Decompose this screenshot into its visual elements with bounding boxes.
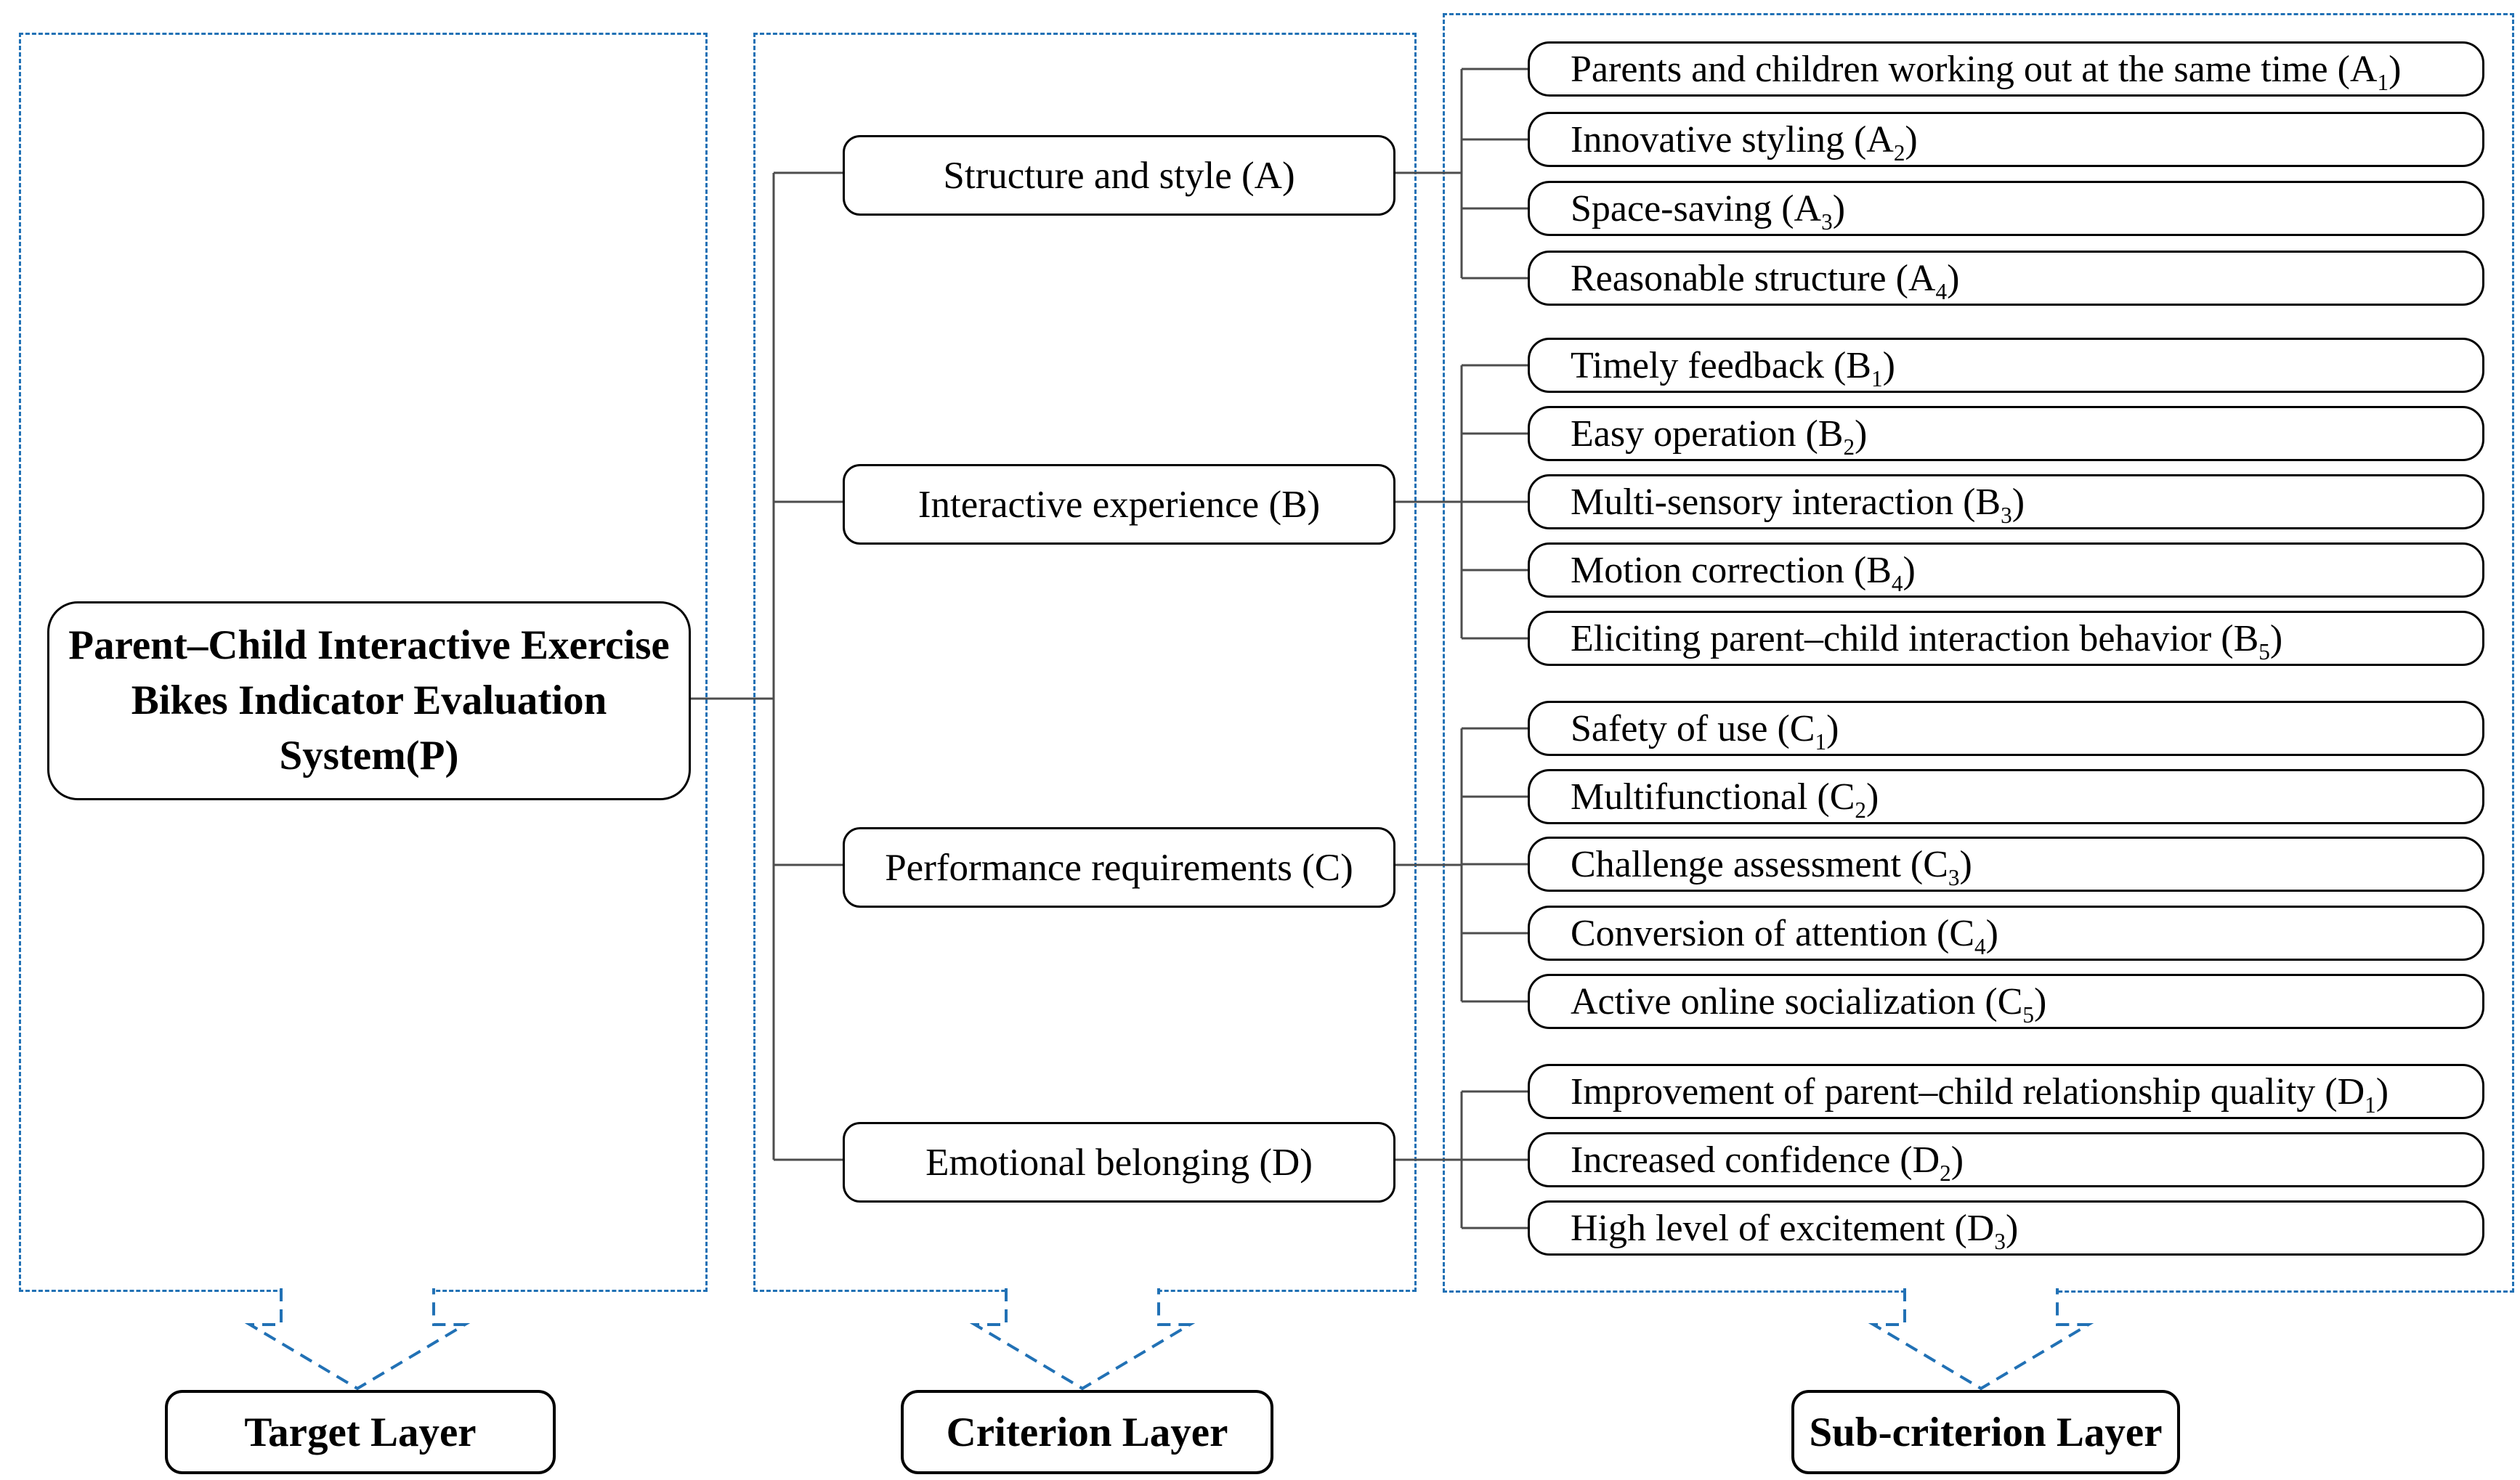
criterion-box-b: Interactive experience (B)	[843, 464, 1395, 545]
sub-criterion-box-a2: Innovative styling (A2)	[1528, 112, 2484, 167]
sub-criterion-label: Active online socialization (C5)	[1571, 980, 2047, 1028]
target-layer-label: Target Layer	[244, 1409, 477, 1455]
sub-criterion-box-a1: Parents and children working out at the …	[1528, 41, 2484, 97]
sub-criterion-box-c4: Conversion of attention (C4)	[1528, 906, 2484, 961]
sub-criterion-label: High level of excitement (D3)	[1571, 1207, 2019, 1254]
goal-line-2: Bikes Indicator Evaluation	[131, 678, 607, 723]
sub-criterion-label: Safety of use (C1)	[1571, 707, 1839, 755]
criterion-box-c: Performance requirements (C)	[843, 827, 1395, 908]
sub-criterion-box-d2: Increased confidence (D2)	[1528, 1132, 2484, 1187]
criterion-layer-label-box: Criterion Layer	[901, 1390, 1273, 1474]
target-layer-label-box: Target Layer	[165, 1390, 556, 1474]
criterion-label-b: Interactive experience (B)	[917, 483, 1321, 526]
sub-criterion-box-a4: Reasonable structure (A4)	[1528, 251, 2484, 306]
sub-criterion-label: Multi-sensory interaction (B3)	[1571, 481, 2025, 528]
sub-criterion-layer-arrow	[1868, 1288, 2094, 1391]
criterion-label-c: Performance requirements (C)	[885, 846, 1353, 889]
criterion-layer-arrow	[969, 1288, 1196, 1391]
sub-criterion-layer-label-box: Sub-criterion Layer	[1791, 1390, 2180, 1474]
goal-line-3: System(P)	[279, 733, 459, 778]
sub-criterion-label: Conversion of attention (C4)	[1571, 912, 1998, 959]
sub-criterion-box-c1: Safety of use (C1)	[1528, 701, 2484, 756]
sub-criterion-label: Multifunctional (C2)	[1571, 776, 1879, 823]
target-layer-arrow	[244, 1288, 471, 1391]
sub-criterion-label: Motion correction (B4)	[1571, 549, 1916, 596]
sub-criterion-box-d1: Improvement of parent–child relationship…	[1528, 1064, 2484, 1119]
sub-criterion-label: Easy operation (B2)	[1571, 412, 1868, 460]
sub-criterion-box-c3: Challenge assessment (C3)	[1528, 837, 2484, 892]
sub-criterion-box-b4: Motion correction (B4)	[1528, 542, 2484, 598]
criterion-layer-label: Criterion Layer	[946, 1409, 1228, 1455]
sub-criterion-label: Eliciting parent–child interaction behav…	[1571, 617, 2283, 664]
criterion-box-a: Structure and style (A)	[843, 135, 1395, 216]
sub-criterion-box-d3: High level of excitement (D3)	[1528, 1200, 2484, 1256]
goal-line-1: Parent–Child Interactive Exercise	[68, 622, 670, 668]
sub-criterion-box-b1: Timely feedback (B1)	[1528, 338, 2484, 393]
sub-criterion-label: Parents and children working out at the …	[1571, 48, 2402, 95]
sub-criterion-box-b2: Easy operation (B2)	[1528, 406, 2484, 461]
sub-criterion-layer-label: Sub-criterion Layer	[1809, 1409, 2163, 1455]
sub-criterion-label: Challenge assessment (C3)	[1571, 843, 1972, 890]
criterion-box-d: Emotional belonging (D)	[843, 1122, 1395, 1203]
sub-criterion-label: Timely feedback (B1)	[1571, 344, 1895, 391]
sub-criterion-box-c2: Multifunctional (C2)	[1528, 769, 2484, 824]
sub-criterion-label: Increased confidence (D2)	[1571, 1139, 1964, 1186]
sub-criterion-label: Improvement of parent–child relationship…	[1571, 1070, 2389, 1118]
sub-criterion-label: Space-saving (A3)	[1571, 187, 1846, 235]
sub-criterion-box-b3: Multi-sensory interaction (B3)	[1528, 474, 2484, 529]
sub-criterion-label: Reasonable structure (A4)	[1571, 257, 1960, 304]
sub-criterion-box-b5: Eliciting parent–child interaction behav…	[1528, 611, 2484, 666]
sub-criterion-label: Innovative styling (A2)	[1571, 118, 1918, 166]
sub-criterion-box-a3: Space-saving (A3)	[1528, 181, 2484, 236]
criterion-label-d: Emotional belonging (D)	[925, 1141, 1313, 1184]
sub-criterion-box-c5: Active online socialization (C5)	[1528, 974, 2484, 1029]
criterion-label-a: Structure and style (A)	[943, 154, 1295, 197]
goal-box: Parent–Child Interactive Exercise Bikes …	[47, 601, 691, 800]
